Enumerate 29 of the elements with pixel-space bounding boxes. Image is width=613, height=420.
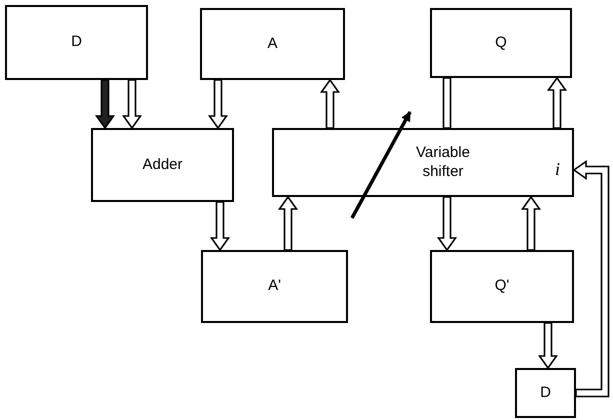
register-box xyxy=(200,8,345,80)
bus-arrow xyxy=(520,196,542,251)
box-label: Variable shifter xyxy=(415,144,471,182)
bus-arrow xyxy=(320,78,340,129)
bus-arrow xyxy=(546,76,568,129)
register-box xyxy=(5,5,148,80)
register-box xyxy=(201,250,348,323)
register-box xyxy=(515,368,576,418)
bus-arrow xyxy=(210,201,230,252)
bus-arrow xyxy=(572,160,610,398)
bus-arrow xyxy=(436,196,458,252)
register-box xyxy=(91,128,234,202)
box-label: A' xyxy=(267,277,282,296)
register-box xyxy=(430,8,572,78)
bus-arrow xyxy=(122,79,142,130)
box-label: A xyxy=(266,34,278,54)
bus-arrow xyxy=(278,196,298,251)
register-box xyxy=(272,128,574,197)
box-label: Q' xyxy=(494,277,510,296)
box-label: D xyxy=(539,384,552,402)
bus-arrow xyxy=(208,79,228,130)
box-label: Adder xyxy=(141,156,184,174)
input-label: i xyxy=(554,158,560,181)
register-box xyxy=(430,250,574,323)
box-label: D xyxy=(70,33,83,52)
bus-arrow xyxy=(538,322,558,370)
bus-arrow xyxy=(442,77,452,129)
box-label: Q xyxy=(494,34,508,52)
filled-bus-arrow xyxy=(94,79,116,130)
